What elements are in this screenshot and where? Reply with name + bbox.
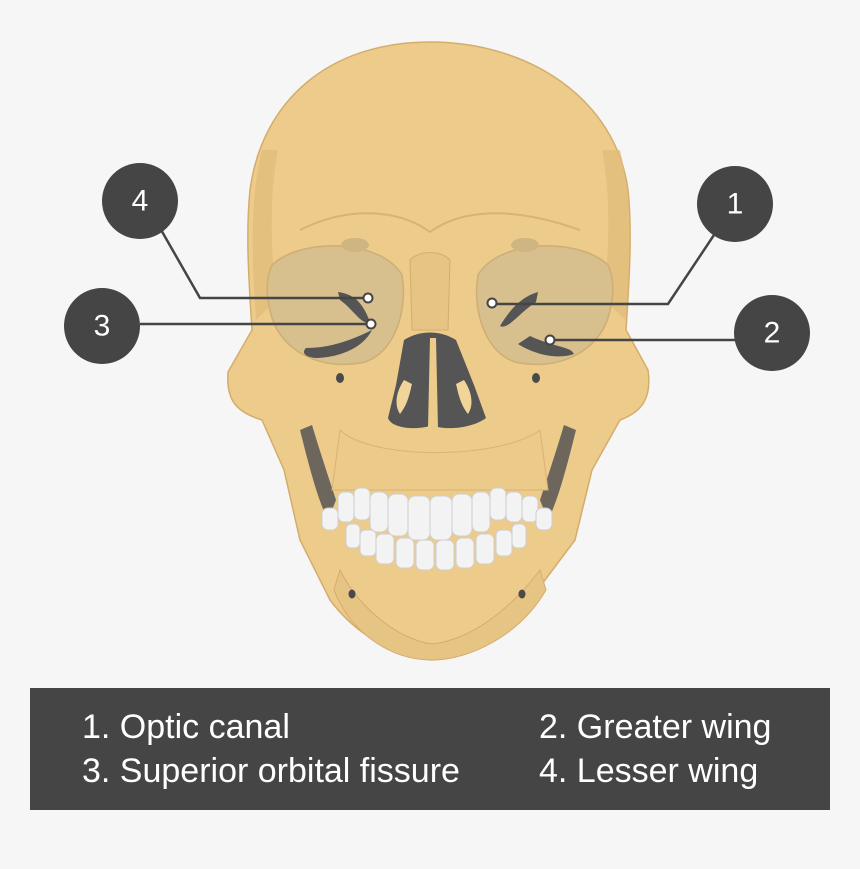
anchor-dot-3 [367,320,376,329]
left-lacrimal [341,238,369,252]
legend-item-greater-wing: 2. Greater wing [539,707,771,747]
callout-number-2: 2 [764,317,781,350]
legend-item-optic-canal: 1. Optic canal [82,707,290,747]
anchor-dot-1 [488,299,497,308]
right-mental-foramen [519,590,526,599]
legend-item-lesser-wing: 4. Lesser wing [539,751,758,791]
callout-2: 2 [734,295,810,371]
anchor-dot-2 [546,336,555,345]
left-mental-foramen [349,590,356,599]
callout-4: 4 [102,163,178,239]
legend-box: 1. Optic canal 2. Greater wing 3. Superi… [30,688,830,810]
nasal-bones [410,253,450,331]
right-infraorbital-foramen [532,373,540,383]
callout-3: 3 [64,288,140,364]
callout-1: 1 [697,166,773,242]
callout-number-3: 3 [94,310,111,343]
legend-item-superior-orbital-fissure: 3. Superior orbital fissure [82,751,460,791]
callout-number-4: 4 [132,185,149,218]
anchor-dot-4 [364,294,373,303]
skull-illustration [228,42,649,660]
callout-number-1: 1 [727,188,744,221]
right-lacrimal [511,238,539,252]
left-infraorbital-foramen [336,373,344,383]
